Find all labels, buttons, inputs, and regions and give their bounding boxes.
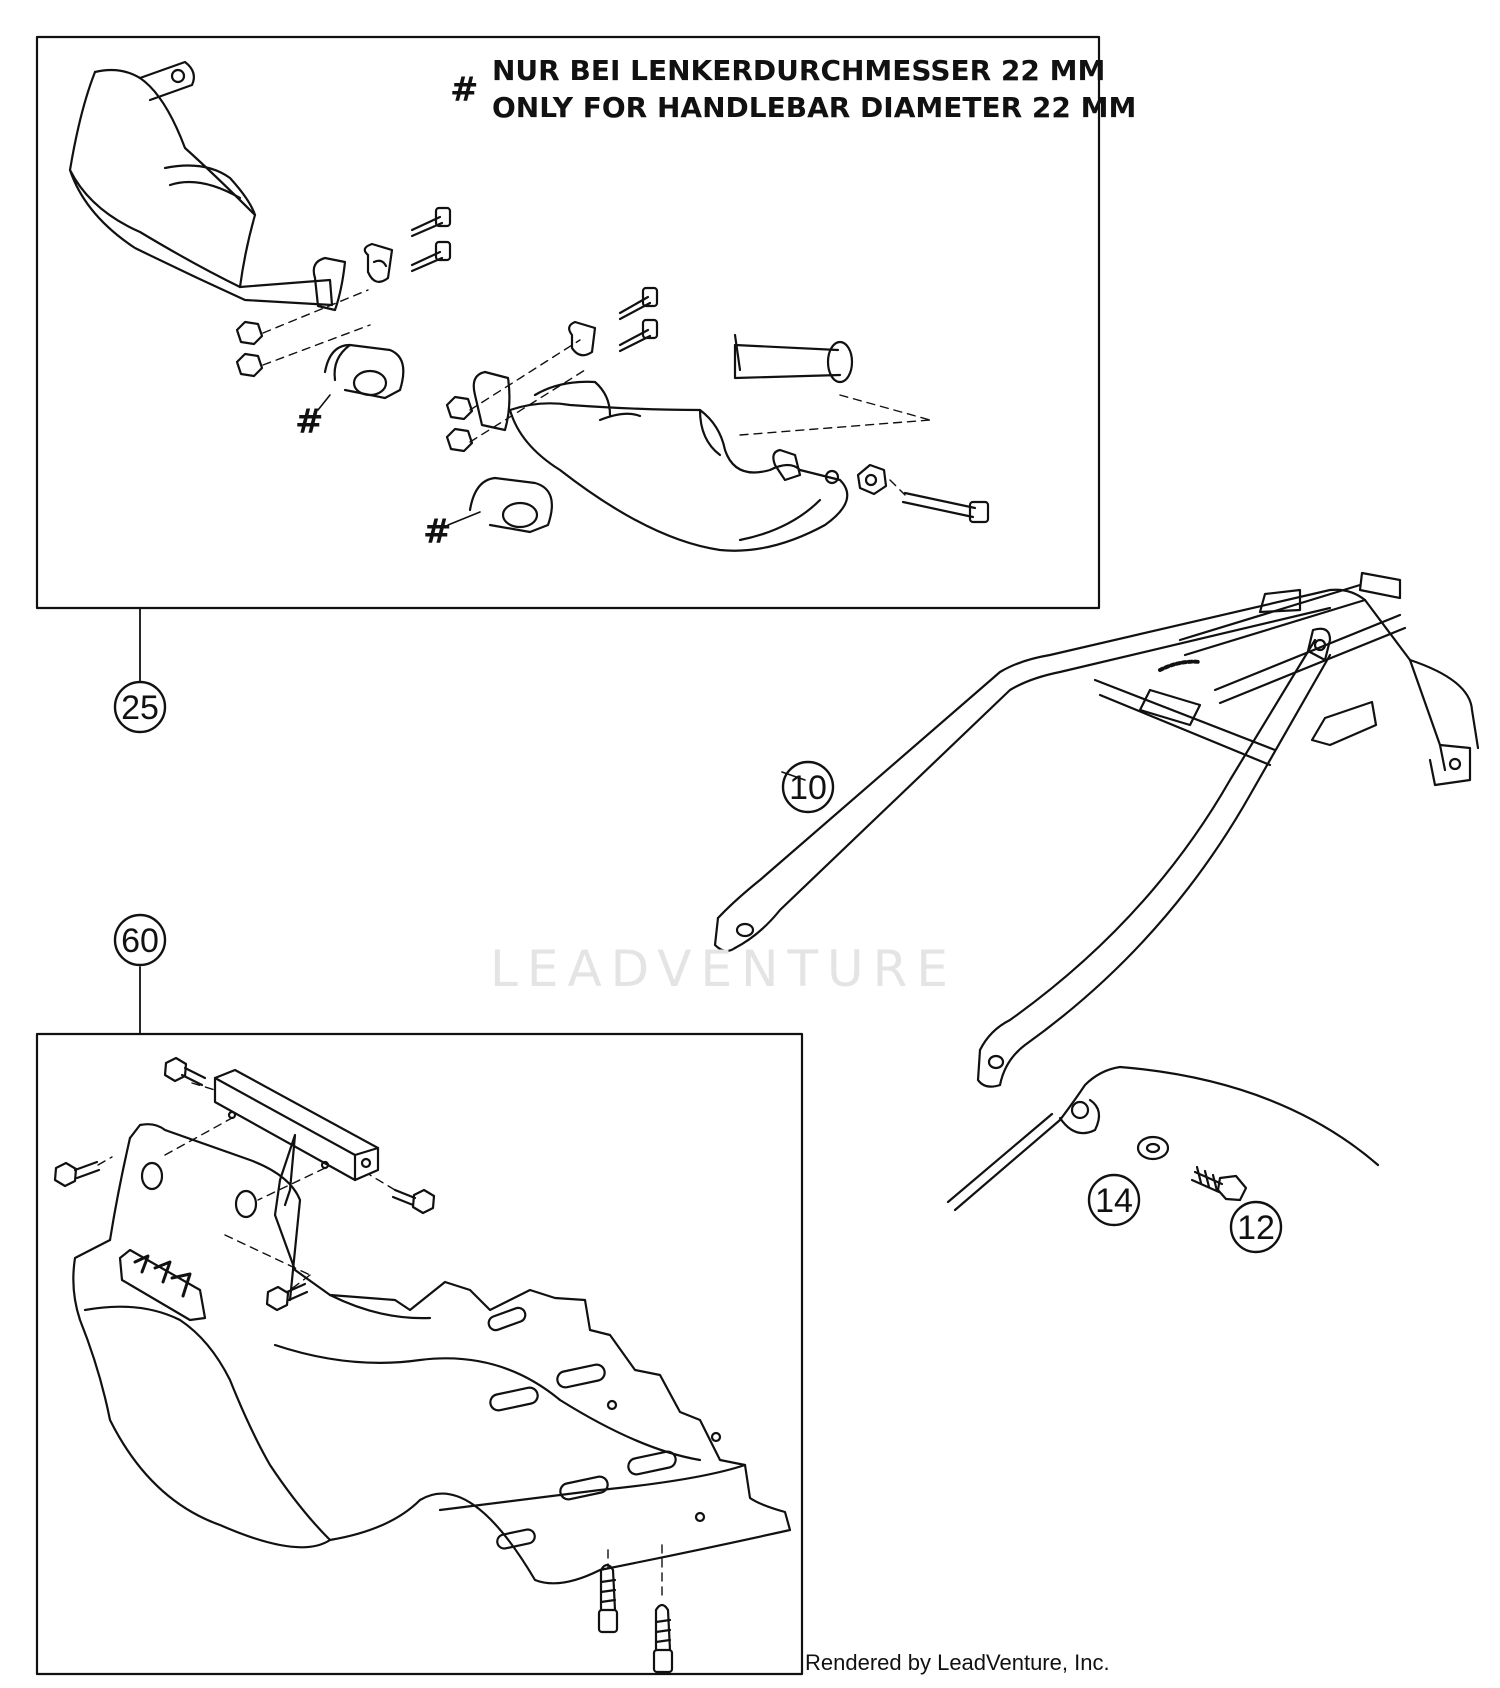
skid-plate-bolts [53,1056,674,1674]
assembly-lines [262,289,931,496]
right-handguard [508,380,849,552]
handlebar-note: # NUR BEI LENKERDURCHMESSER 22 MM ONLY F… [450,52,1136,126]
bolt-12 [1190,1165,1248,1202]
note-line-de: NUR BEI LENKERDURCHMESSER 22 MM [492,54,1106,87]
footer-credit: Rendered by LeadVenture, Inc. [805,1650,1110,1675]
hash-mark-right-sleeve: # [423,512,452,552]
callout-12: 12 [1237,1209,1275,1247]
left-clamp-bolts [410,206,452,273]
skid-plate-mounting-bar [213,1068,380,1182]
handlebar-end [733,333,854,384]
right-nuts [445,395,474,453]
watermark: LEADVENTURE [490,940,957,998]
rear-fender [946,1065,1380,1212]
callout-14-circle [1087,1173,1141,1227]
washer-14 [1136,1135,1170,1161]
left-nuts [235,320,264,378]
right-clamp-bolts [618,286,659,353]
callout-10: 10 [789,769,827,807]
callout-10-circle [781,760,835,814]
left-handguard [68,60,334,307]
skid-plate-kit-box [35,1032,804,1676]
callout-12-circle [1229,1200,1283,1254]
handguard-kit-box [35,35,1101,610]
note-line-en: ONLY FOR HANDLEBAR DIAMETER 22 MM [492,91,1137,124]
hash-mark-left-sleeve: # [295,402,324,442]
callout-25-circle [113,680,167,734]
callout-25: 25 [121,689,159,727]
bar-end-bolt [772,448,990,524]
left-clamp [312,242,394,312]
skid-plate [72,1123,792,1585]
note-symbol: # [450,70,479,110]
right-clamp [472,320,597,432]
rear-luggage-carrier [713,571,1480,1088]
callout-60: 60 [121,922,159,960]
left-spacer-sleeve [323,343,405,400]
callout-14: 14 [1095,1182,1133,1220]
callout-60-circle [113,913,167,967]
right-spacer-sleeve [468,476,553,534]
skid-plate-assembly-lines [97,1082,663,1601]
